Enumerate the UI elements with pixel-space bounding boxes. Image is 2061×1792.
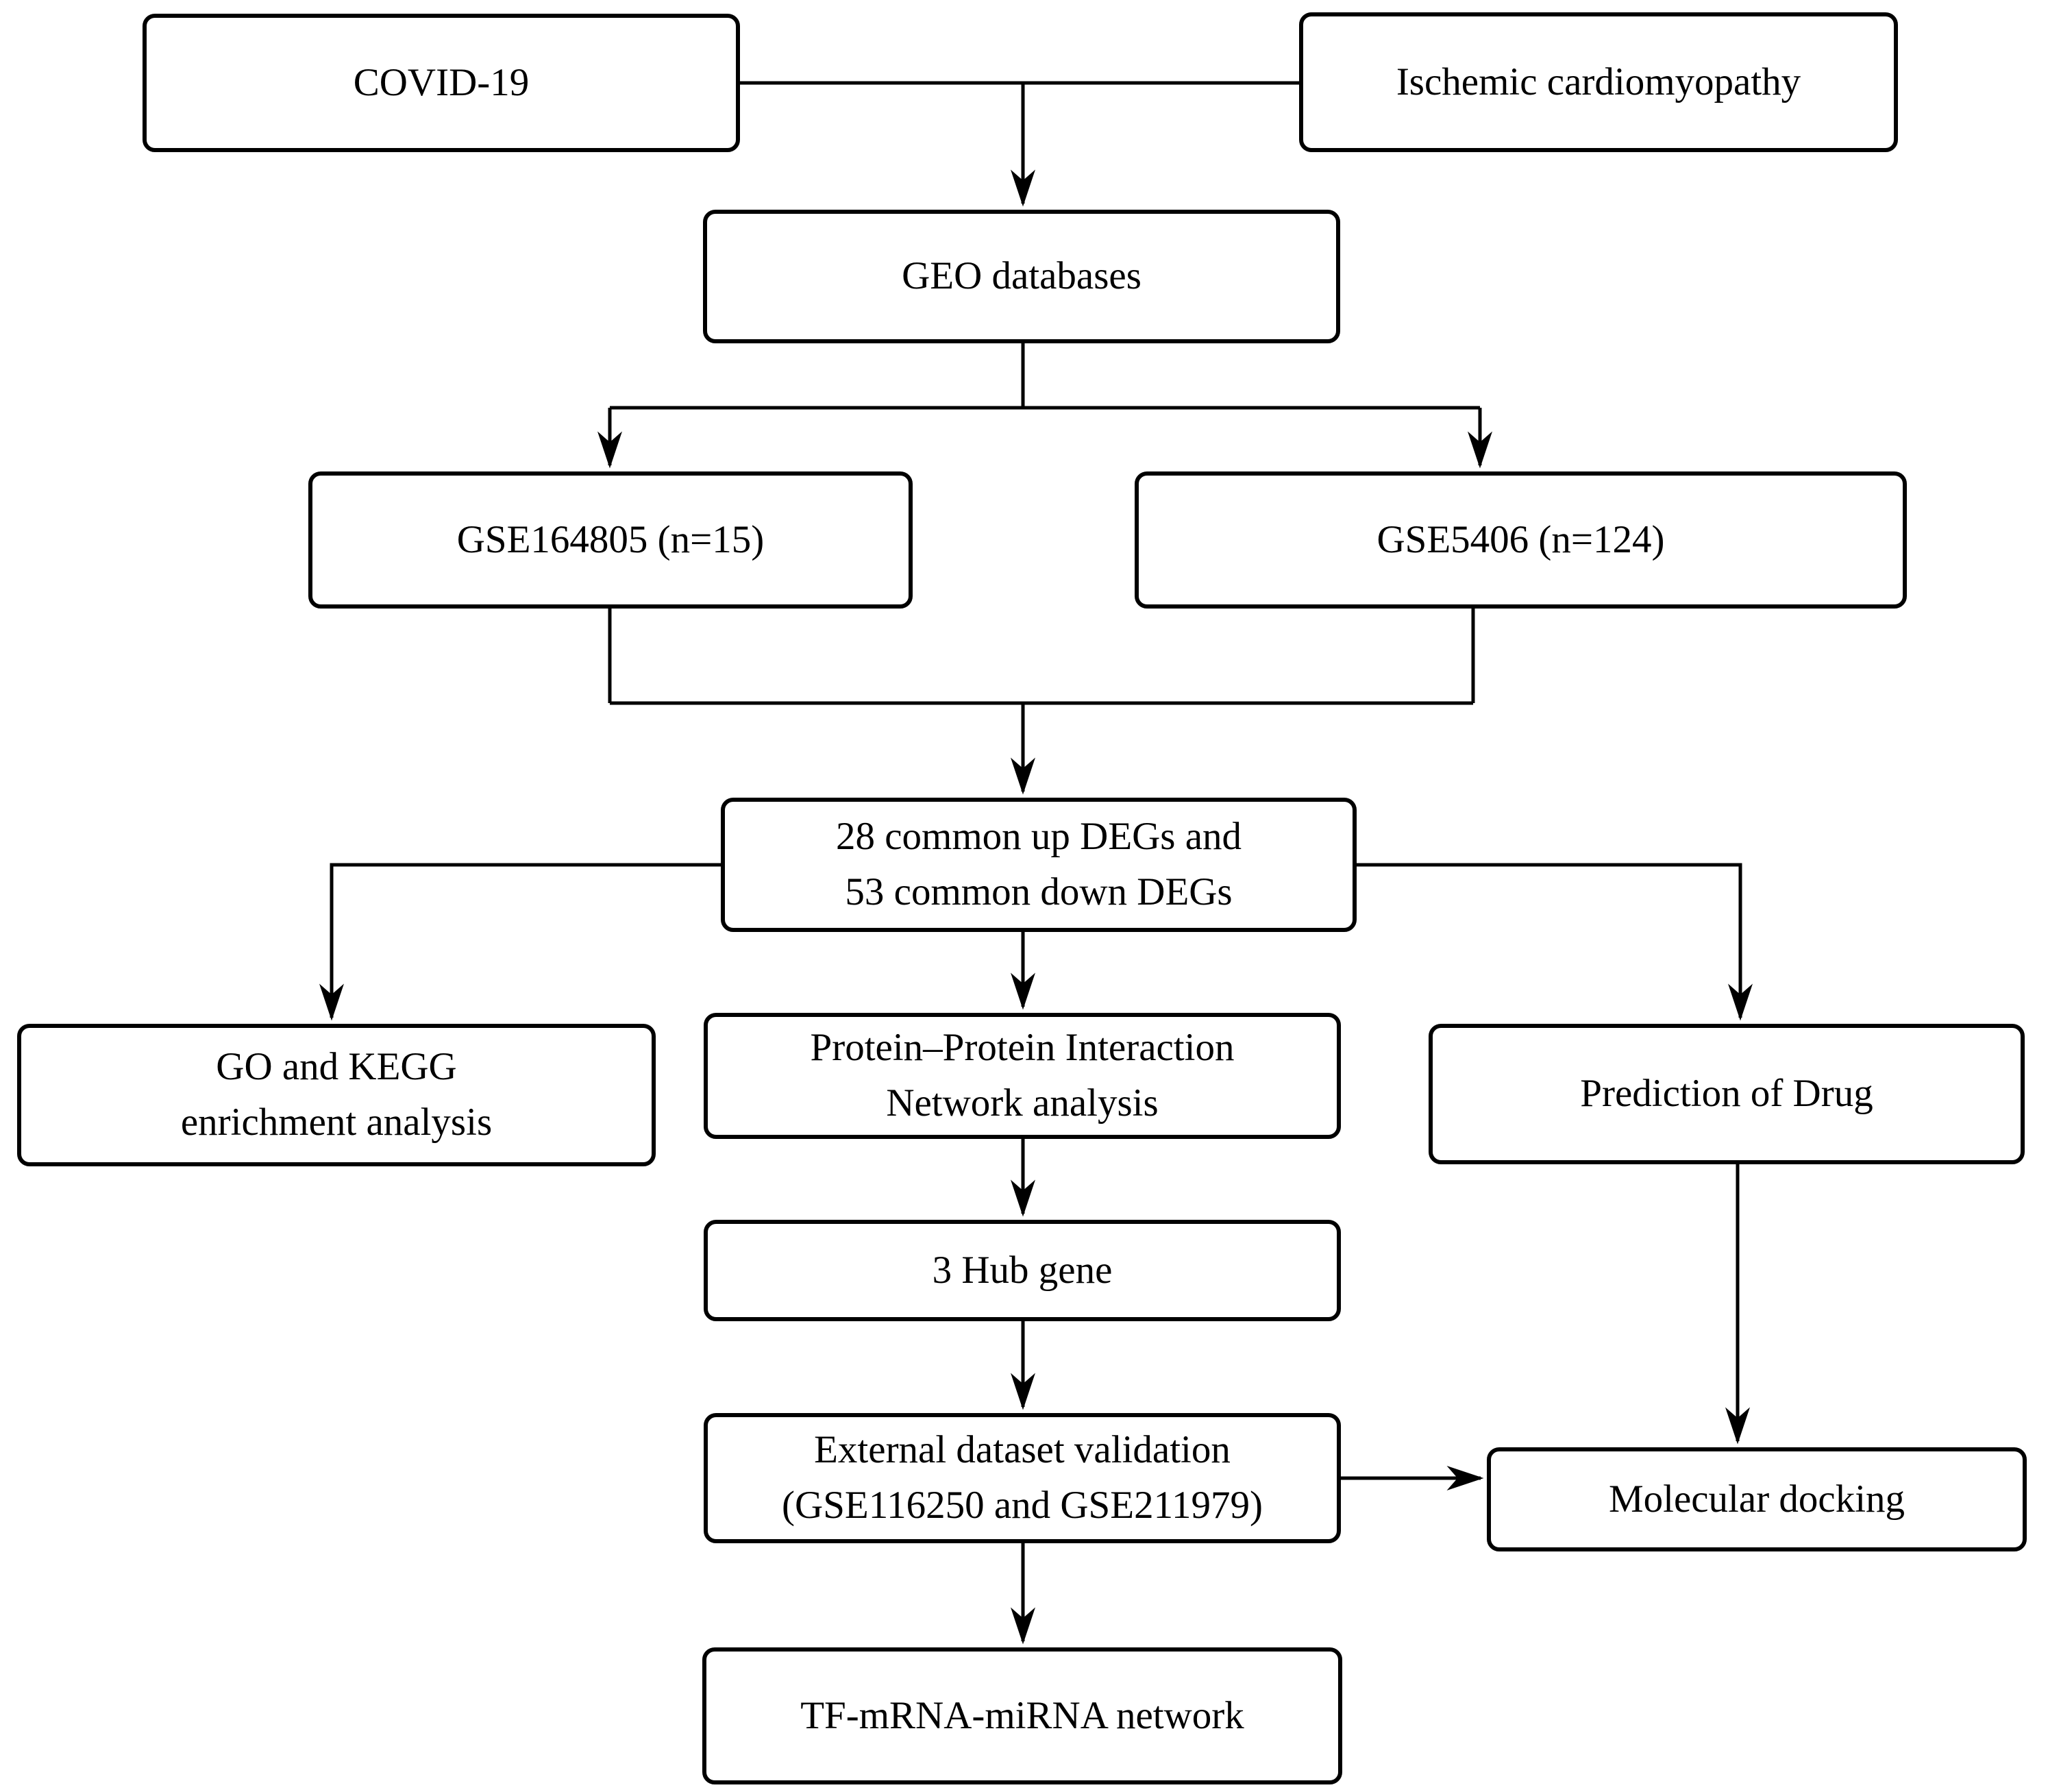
- node-covid19: COVID-19: [143, 14, 740, 152]
- node-molecular-docking: Molecular docking: [1487, 1447, 2027, 1551]
- node-ppi-network-analysis: Protein–Protein Interaction Network anal…: [704, 1013, 1341, 1139]
- node-go-kegg-enrichment-line1: GO and KEGG: [216, 1045, 457, 1089]
- node-ischemic-cardiomyopathy: Ischemic cardiomyopathy: [1299, 12, 1898, 152]
- edge-degs-to-drug: [1357, 863, 1753, 1021]
- edge-degs-to-gokegg: [319, 863, 721, 1021]
- node-hub-gene: 3 Hub gene: [704, 1220, 1341, 1321]
- node-covid19-label: COVID-19: [353, 60, 530, 104]
- node-gse5406: GSE5406 (n=124): [1135, 471, 1907, 609]
- node-go-kegg-enrichment-line2: enrichment analysis: [180, 1101, 493, 1144]
- node-hub-gene-label: 3 Hub gene: [932, 1248, 1113, 1292]
- node-common-degs: 28 common up DEGs and 53 common down DEG…: [721, 798, 1357, 932]
- node-go-kegg-enrichment: GO and KEGG enrichment analysis: [17, 1024, 656, 1166]
- node-geo-databases: GEO databases: [703, 210, 1340, 343]
- node-geo-databases-label: GEO databases: [902, 254, 1141, 298]
- node-external-validation: External dataset validation (GSE116250 a…: [704, 1413, 1341, 1543]
- node-drug-prediction-label: Prediction of Drug: [1580, 1072, 1873, 1116]
- node-tf-mrna-mirna-network: TF-mRNA-miRNA network: [702, 1647, 1342, 1784]
- node-tf-mrna-mirna-network-label: TF-mRNA-miRNA network: [800, 1693, 1244, 1737]
- node-common-degs-line1: 28 common up DEGs and: [835, 815, 1242, 859]
- node-ppi-network-analysis-line2: Network analysis: [886, 1081, 1159, 1125]
- node-molecular-docking-label: Molecular docking: [1608, 1477, 1905, 1521]
- node-ischemic-cardiomyopathy-label: Ischemic cardiomyopathy: [1396, 60, 1801, 103]
- node-external-validation-line1: External dataset validation: [814, 1428, 1231, 1472]
- node-common-degs-line2: 53 common down DEGs: [845, 870, 1233, 913]
- node-drug-prediction: Prediction of Drug: [1429, 1024, 2025, 1164]
- node-gse164805-label: GSE164805 (n=15): [456, 517, 765, 561]
- node-gse5406-label: GSE5406 (n=124): [1377, 517, 1665, 561]
- node-ppi-network-analysis-line1: Protein–Protein Interaction: [810, 1026, 1235, 1070]
- node-gse164805: GSE164805 (n=15): [308, 471, 913, 609]
- node-external-validation-line2: (GSE116250 and GSE211979): [782, 1484, 1263, 1527]
